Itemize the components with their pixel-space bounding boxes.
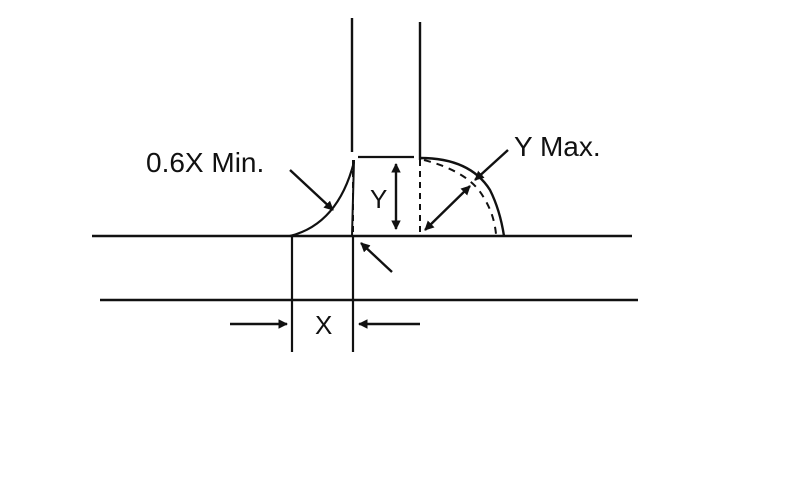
y-dimension: [358, 155, 414, 230]
right-fillet: [419, 156, 506, 237]
left-fillet: [289, 159, 356, 238]
toe-arrow: [360, 242, 393, 273]
component-lead: [350, 18, 422, 160]
min-label: 0.6X Min.: [146, 147, 264, 178]
y-max-label: Y Max.: [514, 131, 601, 162]
pad-edge-lines: [290, 236, 355, 352]
min-callout-arrow: [289, 169, 334, 211]
y-label: Y: [370, 184, 387, 214]
y-max-dimension-arrow: [424, 149, 509, 231]
x-label: X: [315, 310, 332, 340]
